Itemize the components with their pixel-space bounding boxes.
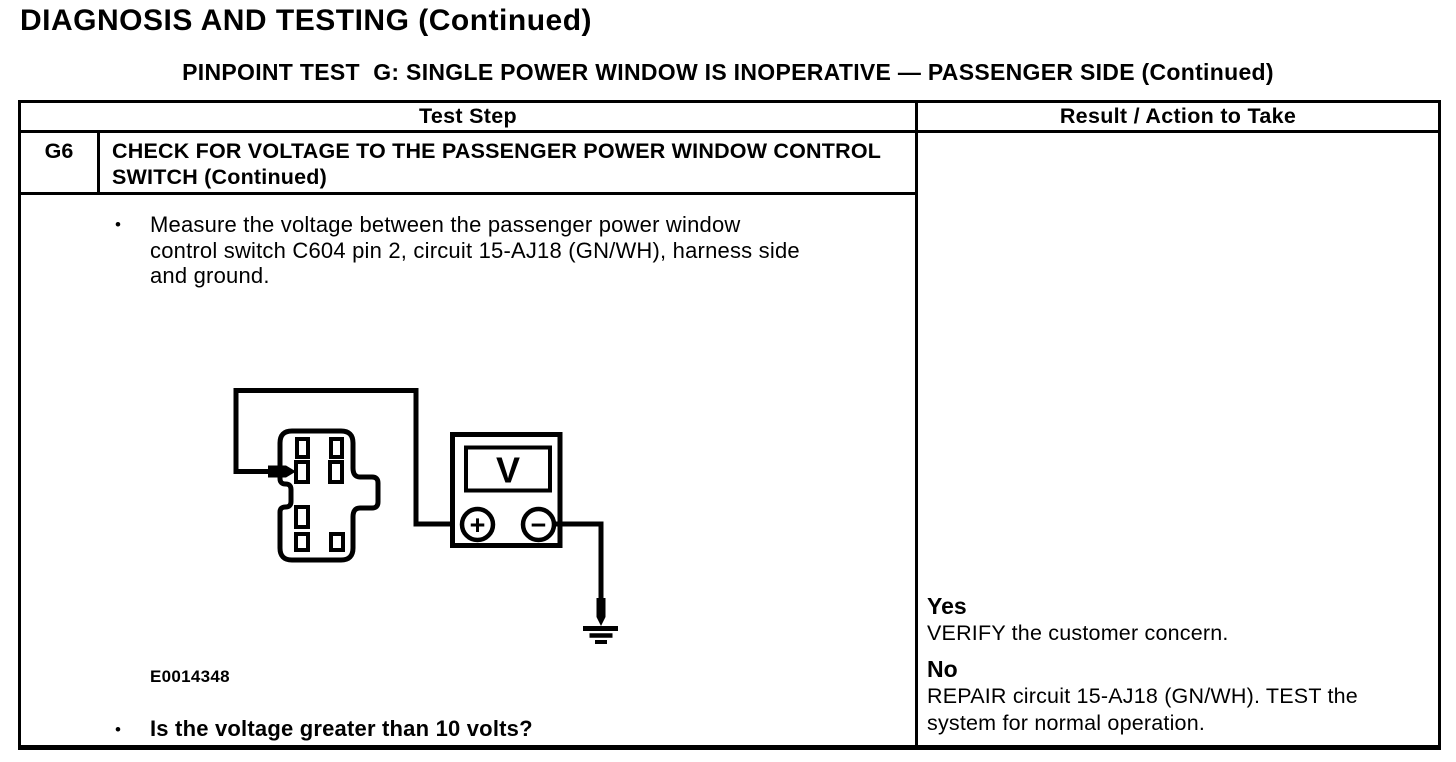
question-item: • Is the voltage greater than 10 volts?	[115, 716, 533, 743]
result-item-yes: Yes VERIFY the customer concern.	[927, 593, 1432, 647]
result-action-text: VERIFY the customer concern.	[927, 621, 1229, 645]
pinpoint-test-table: Test Step G6 CHECK FOR VOLTAGE TO THE PA…	[18, 100, 1441, 750]
test-lead-wire	[233, 388, 477, 527]
connector-pin	[295, 437, 310, 459]
page-title: DIAGNOSIS AND TESTING (Continued)	[20, 4, 593, 37]
connector-pin-2-probed	[294, 460, 310, 484]
ground-lead-wire	[539, 521, 604, 601]
step-heading-row: G6 CHECK FOR VOLTAGE TO THE PASSENGER PO…	[21, 133, 915, 195]
connector-pin	[329, 437, 344, 459]
negative-terminal	[520, 506, 557, 543]
step-id: G6	[21, 133, 100, 192]
step-title: CHECK FOR VOLTAGE TO THE PASSENGER POWER…	[112, 139, 881, 189]
test-step-column: Test Step G6 CHECK FOR VOLTAGE TO THE PA…	[21, 103, 918, 745]
connector-pin	[294, 532, 310, 552]
voltmeter-display	[464, 445, 552, 493]
result-item-no: No REPAIR circuit 15-AJ18 (GN/WH). TEST …	[927, 656, 1432, 737]
measure-instruction-item: • Measure the voltage between the passen…	[115, 212, 810, 289]
ground-probe-tip	[596, 598, 606, 626]
step-body: • Measure the voltage between the passen…	[21, 195, 915, 745]
results-block: Yes VERIFY the customer concern. No REPA…	[918, 584, 1438, 745]
result-action-column: Result / Action to Take Yes VERIFY the c…	[918, 103, 1438, 745]
section-subtitle: PINPOINT TEST G: SINGLE POWER WINDOW IS …	[182, 59, 1274, 85]
negative-terminal-sign: −	[531, 510, 547, 540]
positive-terminal	[459, 506, 496, 543]
connector-pin	[328, 460, 344, 484]
bullet-marker: •	[115, 215, 121, 234]
probe-tip	[268, 465, 296, 478]
measure-instruction-text: Measure the voltage between the passenge…	[150, 212, 800, 288]
connector-pin	[294, 505, 310, 529]
result-column-header: Result / Action to Take	[918, 103, 1438, 133]
connector-pins	[294, 437, 345, 552]
voltmeter-display-label: V	[496, 450, 520, 491]
result-answer: Yes	[927, 593, 967, 619]
test-step-column-header: Test Step	[21, 103, 915, 133]
test-figure: V + −	[233, 388, 618, 644]
step-question: Is the voltage greater than 10 volts?	[150, 716, 533, 741]
connector-pin	[329, 532, 345, 552]
figure-id: E0014348	[150, 667, 230, 686]
ground-symbol	[583, 626, 618, 644]
result-answer: No	[927, 656, 958, 682]
result-action-text: REPAIR circuit 15-AJ18 (GN/WH). TEST the…	[927, 684, 1358, 735]
positive-terminal-sign: +	[470, 510, 486, 540]
bullet-marker: •	[115, 720, 121, 739]
